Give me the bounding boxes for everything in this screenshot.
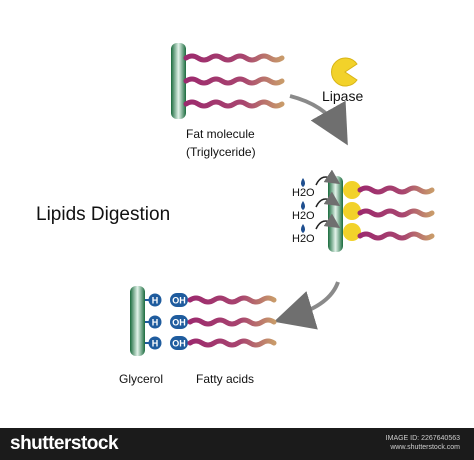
brand-logo: shutterstock bbox=[10, 433, 119, 454]
water-addition-arrow bbox=[315, 191, 341, 208]
water-drop-icon bbox=[301, 224, 305, 233]
hydrogen-group-icon bbox=[148, 293, 162, 307]
hydroxyl-group-icon bbox=[170, 315, 188, 329]
fatty-acid-chain bbox=[183, 76, 285, 86]
stock-footer-bar: shutterstock IMAGE ID: 2267640563 www.sh… bbox=[0, 428, 474, 460]
lipase-enzyme-icon bbox=[343, 202, 361, 220]
water-label: H2O bbox=[292, 233, 315, 245]
fatty-acid-chain bbox=[183, 53, 285, 63]
fatty-acids-label: Fatty acids bbox=[196, 372, 255, 386]
glycerol-backbone bbox=[130, 286, 145, 356]
hydrogen-label: H bbox=[152, 296, 159, 306]
hydroxyl-label: OH bbox=[172, 296, 186, 306]
lipase-label: Lipase bbox=[322, 88, 364, 104]
image-id-text: IMAGE ID: 2267640563 bbox=[385, 435, 460, 442]
fat-molecule-label: Fat molecule bbox=[186, 127, 255, 141]
reaction-arrow bbox=[289, 94, 348, 146]
diagram-title: Lipids Digestion bbox=[36, 204, 171, 225]
hydroxyl-label: OH bbox=[172, 339, 186, 349]
lipase-enzyme-icon bbox=[331, 57, 358, 87]
hydrogen-label: H bbox=[152, 339, 159, 349]
water-drop-icon bbox=[301, 178, 305, 187]
site-url-text: www.shutterstock.com bbox=[390, 444, 460, 451]
water-label: H2O bbox=[292, 187, 315, 199]
glycerol-backbone bbox=[171, 43, 186, 119]
fatty-acid-chain bbox=[357, 208, 435, 218]
fatty-acid-chain bbox=[357, 231, 435, 241]
water-addition-arrow bbox=[315, 213, 341, 230]
lipase-enzyme-icon bbox=[343, 223, 361, 241]
fatty-acid-chain bbox=[183, 99, 285, 109]
hydrogen-group-icon bbox=[148, 315, 162, 329]
hydrogen-label: H bbox=[152, 318, 159, 328]
fatty-acid-chain bbox=[357, 185, 435, 195]
triglyceride-label: (Triglyceride) bbox=[186, 145, 256, 159]
hydroxyl-label: OH bbox=[172, 318, 186, 328]
glycerol-label: Glycerol bbox=[119, 372, 164, 386]
glycerol-backbone bbox=[328, 176, 343, 252]
water-drop-icon bbox=[301, 201, 305, 210]
diagram-canvas: H H H OH OH OH Lipids Digestion Fat mole… bbox=[36, 43, 435, 386]
triglyceride-molecule bbox=[171, 43, 285, 119]
hydroxyl-group-icon bbox=[170, 336, 188, 350]
hydrolysis-molecule bbox=[301, 169, 435, 252]
hydrogen-group-icon bbox=[148, 336, 162, 350]
fatty-acid-chain bbox=[187, 317, 277, 327]
lipase-enzyme-icon bbox=[343, 181, 361, 199]
reaction-arrow bbox=[273, 281, 340, 330]
water-label: H2O bbox=[292, 210, 315, 222]
fatty-acid-chain bbox=[187, 338, 277, 348]
digestion-products: H H H OH OH OH bbox=[130, 286, 277, 356]
hydroxyl-group-icon bbox=[170, 293, 188, 307]
water-addition-arrow bbox=[315, 169, 341, 186]
fatty-acid-chain bbox=[187, 295, 277, 305]
